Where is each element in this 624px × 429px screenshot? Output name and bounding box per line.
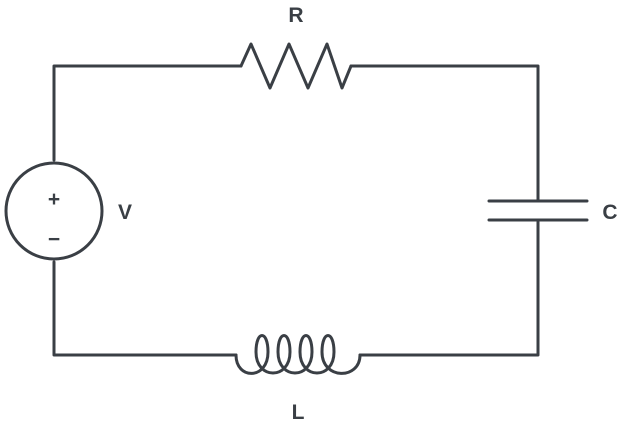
voltage-source: + − <box>4 161 104 261</box>
voltage-source-label: V <box>118 201 132 224</box>
wires <box>52 64 540 357</box>
wire-bottom-left <box>52 260 238 357</box>
wire-right-bottom <box>358 220 540 357</box>
inductor-label: L <box>292 401 305 424</box>
inductor-symbol <box>234 334 362 375</box>
wire-top-right <box>349 64 540 202</box>
wire-left-top <box>52 64 243 162</box>
capacitor-symbol <box>487 199 589 222</box>
voltage-source-negative-symbol: − <box>48 228 60 251</box>
resistor-label: R <box>288 4 303 27</box>
resistor-symbol <box>239 42 353 90</box>
voltage-source-positive-symbol: + <box>48 188 60 211</box>
capacitor-label: C <box>602 201 617 224</box>
voltage-source-circle <box>4 161 104 261</box>
